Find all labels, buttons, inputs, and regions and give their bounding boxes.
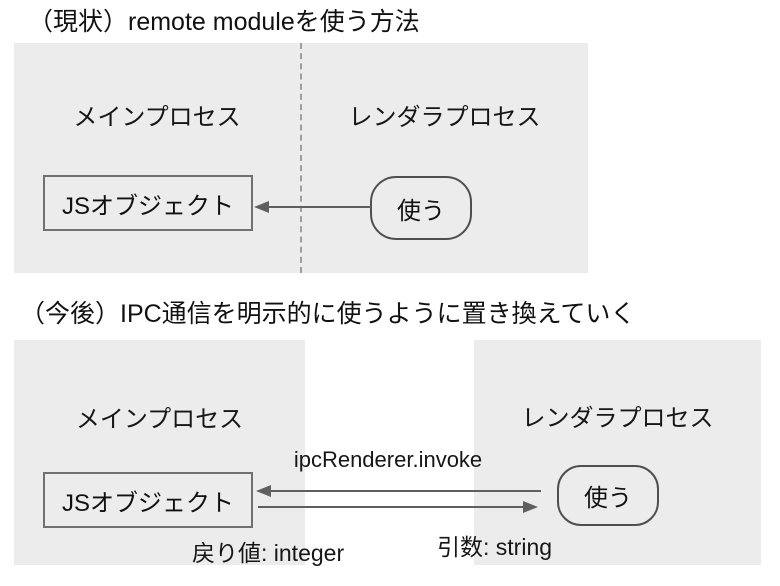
js-object-label-current: JSオブジェクト: [61, 192, 234, 220]
return-value-annotation: 戻り値: integer: [192, 540, 345, 566]
js-object-label-future: JSオブジェクト: [61, 489, 234, 517]
section-title-current: （現状）remote moduleを使う方法: [28, 8, 420, 36]
main-process-label-current: メインプロセス: [73, 104, 241, 131]
ipc-invoke-label: ipcRenderer.invoke: [293, 447, 483, 472]
section-title-future: （今後）IPC通信を明示的に使うように置き換えていく: [20, 300, 636, 328]
argument-annotation: 引数: string: [437, 534, 553, 560]
use-node-current: 使う: [370, 176, 472, 240]
main-process-label-future: メインプロセス: [75, 406, 244, 433]
use-node-future: 使う: [557, 465, 659, 526]
js-object-box-future: JSオブジェクト: [43, 472, 253, 528]
renderer-process-label-future: レンダラプロセス: [521, 405, 714, 432]
renderer-process-label-current: レンダラプロセス: [348, 104, 541, 131]
use-label-current: 使う: [397, 197, 445, 225]
js-object-box-current: JSオブジェクト: [43, 175, 253, 231]
process-boundary-divider: [300, 43, 302, 273]
panel-future-main-process: [14, 340, 305, 565]
use-label-future: 使う: [584, 485, 632, 512]
panel-future-renderer-process: [474, 340, 761, 565]
